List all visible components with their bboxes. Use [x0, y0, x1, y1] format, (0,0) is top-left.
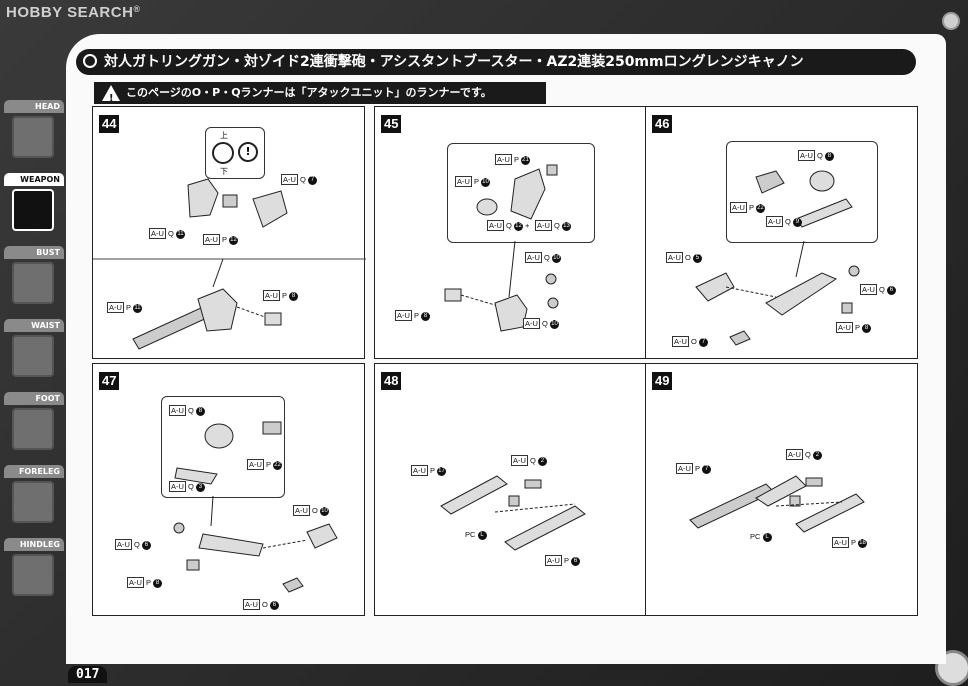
sidebar-tab-label: WEAPON [4, 173, 64, 186]
sidebar-tab-bust[interactable]: BUST [4, 246, 64, 310]
notice-text: このページのO・P・Qランナーは「アタックユニット」のランナーです。 [126, 86, 492, 99]
sidebar-tab-label: FOOT [4, 392, 64, 405]
part-label: A-U P 8 [395, 310, 430, 321]
step-number: 45 [381, 115, 402, 133]
part-label: A-U O 7 [672, 336, 708, 347]
sidebar-tab-label: BUST [4, 246, 64, 259]
step-number: 44 [99, 115, 120, 133]
part-label: A-U P 8 [127, 577, 162, 588]
sidebar-tab-waist[interactable]: WAIST [4, 319, 64, 383]
waist-icon [12, 335, 54, 377]
target-icon [83, 54, 97, 68]
sidebar-tab-label: FORELEG [4, 465, 64, 478]
part-label: A-U P 8 [263, 290, 298, 301]
part-label: A-U Q 6 [115, 539, 151, 550]
part-label: PC L [750, 532, 772, 542]
page-number: 017 [68, 666, 108, 683]
part-label: A-U P 7 [676, 463, 711, 474]
weapon-icon [12, 189, 54, 231]
step-panel: 48 A-U P 17 A-U Q 2 PC L A-U P 6 [374, 363, 647, 616]
part-label: A-U O 5 [666, 252, 702, 263]
step-number: 46 [652, 115, 673, 133]
screw-icon [942, 12, 960, 30]
step-illustration [173, 421, 338, 593]
step-illustration [689, 475, 865, 533]
part-label: A-U P 6 [545, 555, 580, 566]
step-panel: 47 A-U Q 8 A-U P 22 A-U Q 3 A-U O 10 A-U… [92, 363, 365, 616]
caution-icon: ! [238, 142, 258, 162]
brand-logo: HOBBY SEARCH® [6, 4, 141, 21]
part-label: A-U Q 12 + [487, 220, 530, 231]
hindleg-icon [12, 554, 54, 596]
part-label: A-U P 8 [836, 322, 871, 333]
sidebar-tab-label: HINDLEG [4, 538, 64, 551]
part-label: A-U Q 10 [523, 318, 559, 329]
step-number: 48 [381, 372, 402, 390]
part-label: A-U Q 7 [281, 174, 317, 185]
step-panel: 44 上 下 ! A-U Q 7 A-U Q 11 A-U P 12 A-U P… [92, 106, 366, 359]
part-label: A-U Q 8 [169, 405, 205, 416]
part-label: A-U O 10 [293, 505, 329, 516]
part-label: A-U Q 8 [798, 150, 834, 161]
part-label: A-U P 10 [455, 176, 490, 187]
part-label: A-U Q 3 [169, 481, 205, 492]
part-label: A-U Q 11 [149, 228, 185, 239]
part-label: A-U Q 13 [535, 220, 571, 231]
foreleg-icon [12, 481, 54, 523]
step-panel: 46 A-U Q 8 A-U P 22 A-U Q 9 A-U O 5 A-U … [645, 106, 918, 359]
detail-label-top: 上 [220, 131, 228, 140]
ring-icon [212, 142, 234, 164]
sidebar-tab-hindleg[interactable]: HINDLEG [4, 538, 64, 602]
part-label: A-U Q 2 [511, 455, 547, 466]
step-illustration [93, 178, 366, 350]
part-label: A-U Q 2 [786, 449, 822, 460]
bust-icon [12, 262, 54, 304]
brand-reg-mark: ® [133, 4, 141, 14]
section-title: 対人ガトリングガン・対ゾイド2連衝撃砲・アシスタントブースター・AZ2連装250… [104, 54, 804, 70]
step-illustration [440, 475, 586, 551]
step-panel: 45 A-U P 21 A-U P 10 A-U Q 12 + A-U Q 13… [374, 106, 647, 359]
step-illustration [444, 164, 559, 332]
part-label: A-U Q 9 [766, 216, 802, 227]
sidebar-tab-foot[interactable]: FOOT [4, 392, 64, 456]
sidebar-tab-head[interactable]: HEAD [4, 100, 64, 164]
brand-name: HOBBY SEARCH [6, 4, 134, 21]
orientation-detail: 上 下 ! [205, 127, 265, 179]
warning-icon [102, 85, 120, 110]
part-label: A-U P 18 [832, 537, 867, 548]
part-label: A-U Q 10 [525, 252, 561, 263]
head-icon [12, 116, 54, 158]
part-label: A-U P 22 [247, 459, 282, 470]
section-header: 対人ガトリングガン・対ゾイド2連衝撃砲・アシスタントブースター・AZ2連装250… [76, 49, 916, 75]
part-label: A-U P 12 [203, 234, 238, 245]
sidebar-tab-weapon[interactable]: WEAPON [4, 173, 64, 237]
step-number: 47 [99, 372, 120, 390]
detail-label-bottom: 下 [220, 167, 228, 176]
step-illustration [695, 170, 860, 346]
sidebar-tab-label: WAIST [4, 319, 64, 332]
sidebar-tab-foreleg[interactable]: FORELEG [4, 465, 64, 529]
foot-icon [12, 408, 54, 450]
part-label: A-U P 22 [730, 202, 765, 213]
part-label: A-U O 6 [243, 599, 279, 610]
step-panel: 49 A-U P 7 A-U Q 2 PC L A-U P 18 [645, 363, 918, 616]
step-number: 49 [652, 372, 673, 390]
notice-banner: このページのO・P・Qランナーは「アタックユニット」のランナーです。 [94, 82, 546, 110]
sidebar-tab-label: HEAD [4, 100, 64, 113]
part-label: A-U P 11 [107, 302, 142, 313]
part-label: A-U P 21 [495, 154, 530, 165]
step-grid: 44 上 下 ! A-U Q 7 A-U Q 11 A-U P 12 A-U P… [92, 106, 918, 616]
part-label: A-U P 17 [411, 465, 446, 476]
part-label: PC L [465, 530, 487, 540]
part-label: A-U Q 6 [860, 284, 896, 295]
